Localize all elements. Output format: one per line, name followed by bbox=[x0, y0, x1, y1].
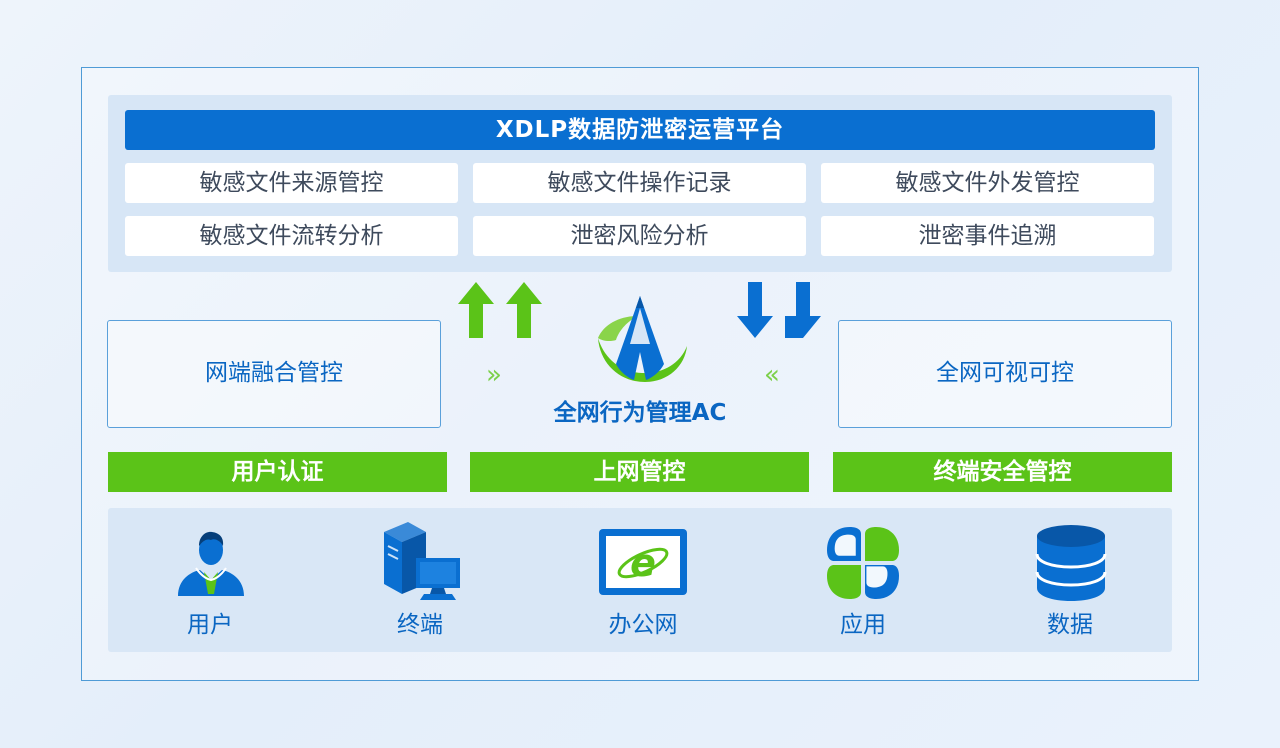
bottom-label-office-network: 办公网 bbox=[608, 612, 678, 638]
user-icon bbox=[178, 531, 244, 596]
database-icon bbox=[1035, 525, 1107, 601]
platform-cell-flow-analysis: 敏感文件流转分析 bbox=[125, 216, 458, 256]
user-auth-bar: 用户认证 bbox=[108, 452, 447, 492]
computer-terminal-icon bbox=[384, 522, 460, 600]
terminal-security-bar: 终端安全管控 bbox=[833, 452, 1172, 492]
bottom-label-data: 数据 bbox=[1047, 612, 1093, 638]
bottom-label-application: 应用 bbox=[840, 612, 886, 638]
platform-cell-operation-record: 敏感文件操作记录 bbox=[473, 163, 806, 203]
right-chevrons-icon: » bbox=[486, 360, 502, 390]
up-arrows-icon bbox=[458, 282, 542, 338]
app-petals-icon bbox=[827, 527, 899, 599]
bottom-label-terminal: 终端 bbox=[397, 612, 443, 638]
platform-cell-outbound-control: 敏感文件外发管控 bbox=[821, 163, 1154, 203]
bottom-label-user: 用户 bbox=[187, 612, 233, 638]
internet-control-bar: 上网管控 bbox=[470, 452, 809, 492]
ac-logo-icon bbox=[598, 296, 687, 382]
ac-label: 全网行为管理AC bbox=[553, 400, 727, 426]
platform-cell-incident-trace: 泄密事件追溯 bbox=[821, 216, 1154, 256]
network-terminal-fusion-box: 网端融合管控 bbox=[107, 320, 441, 428]
full-network-visibility-box: 全网可视可控 bbox=[838, 320, 1172, 428]
down-arrows-icon bbox=[737, 282, 821, 338]
svg-text:e: e bbox=[630, 541, 656, 585]
left-chevrons-icon: « bbox=[764, 360, 780, 390]
ie-browser-icon: e bbox=[599, 529, 687, 595]
platform-cell-risk-analysis: 泄密风险分析 bbox=[473, 216, 806, 256]
platform-title: XDLP数据防泄密运营平台 bbox=[125, 110, 1155, 150]
platform-cell-source-control: 敏感文件来源管控 bbox=[125, 163, 458, 203]
